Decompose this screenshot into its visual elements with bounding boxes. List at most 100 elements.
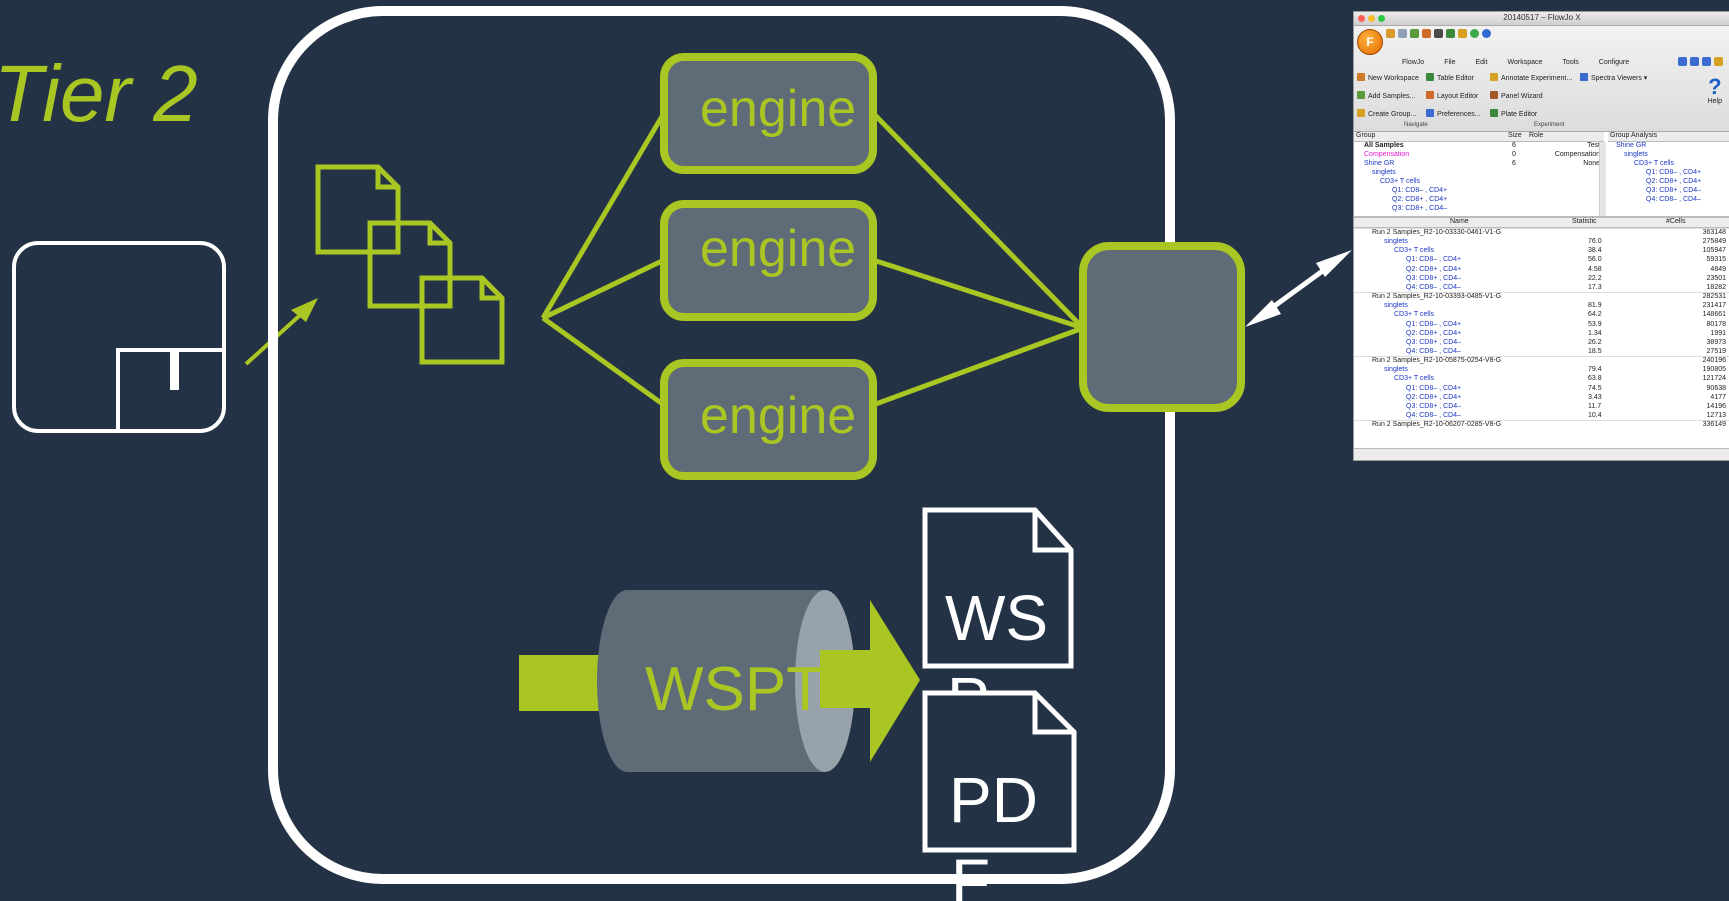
row-statistic: 3.43 [1588, 393, 1602, 401]
stats-icon[interactable] [1422, 29, 1431, 38]
row-name: Q1: CD8– , CD4+ [1406, 320, 1462, 328]
group-row[interactable]: Q2: CD8+ , CD4+ [1354, 196, 1604, 205]
col-name[interactable]: Name [1450, 218, 1469, 225]
plate-editor-button[interactable]: Plate Editor [1490, 109, 1537, 118]
group-role: None [1583, 160, 1600, 167]
group-row[interactable]: CD3+ T cells [1354, 178, 1604, 187]
row-cells: 4177 [1710, 393, 1726, 401]
table-icon[interactable] [1446, 29, 1455, 38]
slide-title: Tier 2 [0, 49, 198, 138]
group-analysis-name: Q4: CD8– , CD4– [1646, 196, 1701, 203]
new-workspace-button[interactable]: New Workspace [1357, 73, 1419, 82]
engine-label-1: engine [700, 80, 856, 138]
aggregator-box [1079, 242, 1245, 412]
tab-configure[interactable]: Configure [1598, 59, 1630, 66]
pdf-label: PD [949, 764, 1038, 836]
samples-table-header: Name Statistic #Cells [1354, 218, 1729, 228]
minimize-icon[interactable] [1368, 15, 1375, 22]
row-statistic: 18.5 [1588, 347, 1602, 355]
row-name: Q1: CD8– , CD4+ [1406, 384, 1462, 392]
annotate-experiment-button[interactable]: Annotate Experiment... [1490, 73, 1572, 82]
plugin-icon[interactable] [1714, 57, 1723, 66]
preferences-button[interactable]: Preferences... [1426, 109, 1481, 118]
row-name: CD3+ T cells [1394, 311, 1435, 319]
tab-tools[interactable]: Tools [1562, 59, 1579, 66]
group-analysis-name: Q1: CD8– , CD4+ [1646, 169, 1702, 176]
flowjo-statusbar [1354, 448, 1729, 460]
documents-icon [315, 164, 505, 365]
layout-icon[interactable] [1434, 29, 1443, 38]
chart-icon[interactable] [1458, 29, 1467, 38]
add-samples-button[interactable]: Add Samples... [1357, 91, 1415, 100]
tab-workspace[interactable]: Workspace [1507, 59, 1543, 66]
tab-flowjo[interactable]: FlowJo [1402, 59, 1425, 66]
group-name: singlets [1372, 169, 1396, 176]
refresh-icon[interactable] [1470, 29, 1479, 38]
engine-box-2: engine [660, 200, 877, 321]
group-size: 6 [1512, 160, 1516, 167]
col-cells[interactable]: #Cells [1666, 218, 1686, 225]
group-name: All Samples [1364, 142, 1404, 149]
preferences-icon [1426, 109, 1434, 117]
col-statistic[interactable]: Statistic [1572, 218, 1597, 225]
group-row[interactable]: Q1: CD8– , CD4+ [1354, 187, 1604, 196]
row-name: CD3+ T cells [1394, 247, 1435, 255]
group-size: 0 [1512, 151, 1516, 158]
groups-scrollbar[interactable] [1599, 142, 1606, 216]
heart-icon[interactable] [1690, 57, 1699, 66]
layout-editor-button[interactable]: Layout Editor [1426, 91, 1478, 100]
spectra-viewers-button[interactable]: Spectra Viewers ▾ [1580, 73, 1647, 82]
row-statistic: 79.4 [1588, 366, 1602, 374]
tab-file[interactable]: File [1444, 59, 1456, 66]
tab-edit[interactable]: Edit [1475, 59, 1488, 66]
row-name: Run 2 Samples_R2-10-05875-0254-V8-G [1372, 357, 1502, 365]
group-row[interactable]: Q3: CD8+ , CD4– [1354, 205, 1604, 214]
globe-icon[interactable] [1482, 29, 1491, 38]
ws-document-icon: WS [922, 507, 1074, 669]
table-editor-button[interactable]: Table Editor [1426, 73, 1474, 82]
flowjo-logo-icon[interactable]: F [1357, 29, 1383, 55]
panel-wizard-button[interactable]: Panel Wizard [1490, 91, 1543, 100]
add-samples-icon [1357, 91, 1365, 99]
user-icon[interactable] [1678, 57, 1687, 66]
question-icon[interactable] [1702, 57, 1711, 66]
row-cells: 282531 [1702, 293, 1726, 301]
save-icon[interactable] [1398, 29, 1407, 38]
zoom-icon[interactable] [1378, 15, 1385, 22]
create-group-button[interactable]: Create Group... [1357, 109, 1416, 118]
row-name: Q2: CD8+ , CD4+ [1406, 329, 1462, 337]
open-icon[interactable] [1386, 29, 1395, 38]
group-row[interactable]: singlets [1354, 169, 1604, 178]
group-analysis-name: CD3+ T cells [1634, 160, 1675, 167]
gate-icon[interactable] [1410, 29, 1419, 38]
close-icon[interactable] [1358, 15, 1365, 22]
help-button[interactable]: ?Help [1707, 74, 1722, 106]
ribbon-right-icons [1678, 57, 1726, 68]
